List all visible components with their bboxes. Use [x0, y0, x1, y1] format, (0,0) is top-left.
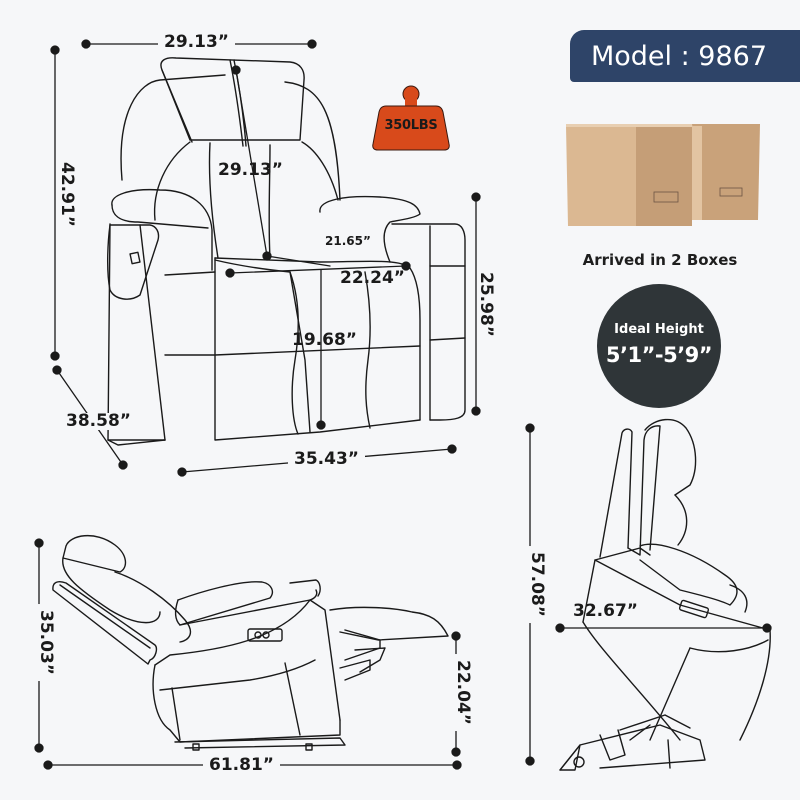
lifted-height-label: 57.08”	[527, 546, 547, 623]
backrest-height-label: 29.13”	[218, 160, 283, 180]
reclined-view-dimension-lines	[34, 538, 462, 770]
ideal-height-badge: Ideal Height 5’1”-5’9”	[597, 284, 721, 408]
arm-height-label: 25.98”	[476, 266, 496, 343]
cardboard-boxes-icon	[566, 124, 760, 226]
footrest-height-label: 22.04”	[453, 654, 473, 731]
reclined-view-chair-drawing	[52, 535, 449, 751]
front-width-bottom-label: 35.43”	[288, 451, 365, 468]
ideal-height-range: 5’1”-5’9”	[605, 342, 713, 367]
ideal-height-title: Ideal Height	[614, 321, 704, 337]
overall-depth-label: 38.58”	[66, 411, 131, 431]
weight-capacity-label: 350LBS	[384, 118, 438, 133]
lift-view-dimension-lines	[525, 423, 772, 766]
seat-width-label: 22.24”	[340, 268, 405, 288]
lift-view-chair-drawing	[559, 418, 771, 771]
lifted-depth-label: 32.67”	[573, 601, 638, 621]
seat-depth-label: 21.65”	[325, 234, 371, 248]
model-badge: Model : 9867	[570, 30, 800, 82]
reclined-height-label: 35.03”	[36, 604, 56, 681]
front-width-top-label: 29.13”	[158, 34, 235, 51]
boxes-caption: Arrived in 2 Boxes	[582, 251, 738, 269]
weight-capacity-badge: 350LBS	[372, 84, 450, 152]
weight-icon	[372, 85, 450, 151]
model-badge-text: Model : 9867	[590, 40, 768, 72]
seat-height-label: 19.68”	[292, 330, 357, 350]
reclined-length-label: 61.81”	[203, 757, 280, 774]
overall-height-label: 42.91”	[57, 156, 77, 233]
